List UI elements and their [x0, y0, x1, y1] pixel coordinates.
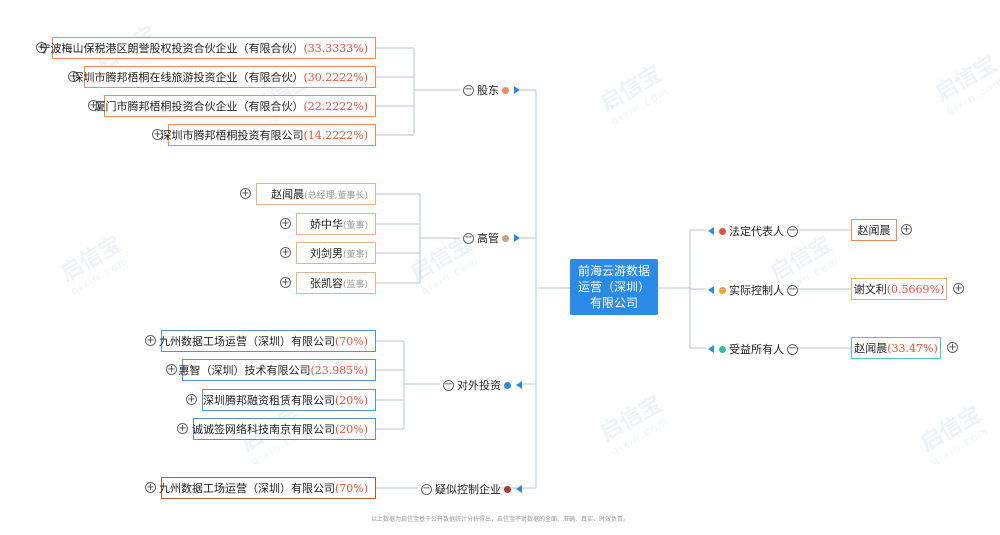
status-dot-icon: [504, 485, 511, 493]
collapse-icon[interactable]: −: [421, 482, 432, 495]
expand-icon[interactable]: +: [145, 335, 156, 346]
shareholder-node[interactable]: 深圳市腾邦梧桐在线旅游投资企业（有限合伙）(30.2222%): [72, 66, 376, 88]
expand-icon[interactable]: +: [240, 188, 251, 199]
collapse-icon[interactable]: −: [463, 231, 474, 244]
center-company-node[interactable]: 前海云游数据 运营（深圳） 有限公司: [570, 259, 658, 315]
executive-node[interactable]: 刘剑男(董事): [296, 242, 376, 264]
disclaimer-footer: 以上数据为启信宝基于公开数据统计分析得出，启信宝不对数据的全面、准确、真实、时效…: [370, 517, 629, 523]
arrow-left-icon: [708, 286, 714, 294]
expand-icon[interactable]: +: [280, 247, 291, 258]
category-actual-controller[interactable]: 实际控制人 −: [706, 282, 801, 298]
expand-icon[interactable]: +: [953, 283, 964, 294]
collapse-icon[interactable]: −: [443, 378, 454, 391]
status-dot-icon: [719, 345, 726, 353]
investment-node[interactable]: 诚诚签网络科技南京有限公司(20%): [192, 418, 376, 440]
legal-rep-node[interactable]: 赵闻晨: [851, 219, 897, 241]
expand-icon[interactable]: +: [68, 71, 79, 82]
shareholder-node[interactable]: 厦门市腾邦梧桐投资合伙企业（有限合伙）(22.2222%): [94, 95, 376, 117]
expand-icon[interactable]: +: [145, 482, 156, 493]
expand-icon[interactable]: +: [186, 394, 197, 405]
status-dot-icon: [719, 227, 726, 235]
arrow-left-icon: [708, 227, 714, 235]
category-legal-rep[interactable]: 法定代表人 −: [706, 223, 801, 239]
expand-icon[interactable]: +: [36, 42, 47, 53]
expand-icon[interactable]: +: [901, 224, 912, 235]
category-investments[interactable]: − 对外投资: [440, 377, 524, 393]
category-suspected-control[interactable]: − 疑似控制企业: [418, 481, 524, 497]
beneficial-owner-node[interactable]: 赵闻晨(33.47%): [851, 337, 941, 359]
executive-node[interactable]: 张凯容(监事): [296, 272, 376, 294]
category-beneficial-owner[interactable]: 受益所有人 −: [706, 341, 801, 357]
collapse-icon[interactable]: −: [787, 283, 798, 296]
executive-node[interactable]: 娇中华(董事): [296, 213, 376, 235]
arrow-right-icon: [514, 86, 520, 94]
expand-icon[interactable]: +: [947, 342, 958, 353]
shareholder-node[interactable]: 宁波梅山保税港区朗誉股权投资合伙企业（有限合伙）(33.3333%): [39, 37, 376, 59]
status-dot-icon: [719, 286, 726, 294]
arrow-right-icon: [514, 234, 520, 242]
actual-controller-node[interactable]: 谢文利(0.5669%): [851, 278, 947, 300]
investment-node[interactable]: 惠智（深圳）技术有限公司(23.985%): [178, 359, 376, 381]
collapse-icon[interactable]: −: [787, 342, 798, 355]
investment-node[interactable]: 深圳腾邦融资租赁有限公司(20%): [202, 389, 376, 411]
arrow-left-icon: [516, 485, 522, 493]
expand-icon[interactable]: +: [88, 100, 99, 111]
expand-icon[interactable]: +: [177, 423, 188, 434]
suspected-control-node[interactable]: 九州数据工场运营（深圳）有限公司(70%): [159, 477, 376, 499]
arrow-left-icon: [516, 381, 522, 389]
expand-icon[interactable]: +: [280, 218, 291, 229]
collapse-icon[interactable]: −: [463, 83, 474, 96]
status-dot-icon: [502, 234, 509, 242]
category-shareholders[interactable]: − 股东: [460, 82, 522, 98]
executive-node[interactable]: 赵闻晨(总经理,董事长): [256, 183, 376, 205]
collapse-icon[interactable]: −: [787, 224, 798, 237]
expand-icon[interactable]: +: [280, 277, 291, 288]
investment-node[interactable]: 九州数据工场运营（深圳）有限公司(70%): [159, 330, 376, 352]
status-dot-icon: [504, 381, 511, 389]
shareholder-node[interactable]: 深圳市腾邦梧桐投资有限公司(14.2222%): [160, 124, 376, 146]
category-executives[interactable]: − 高管: [460, 230, 522, 246]
status-dot-icon: [502, 86, 509, 94]
expand-icon[interactable]: +: [166, 364, 177, 375]
arrow-left-icon: [708, 345, 714, 353]
expand-icon[interactable]: +: [152, 129, 163, 140]
